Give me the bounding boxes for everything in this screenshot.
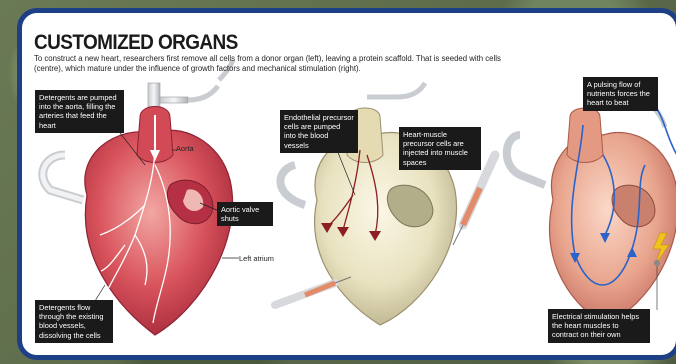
callout-detergents-pumped: Detergents are pumped into the aorta, fi… (35, 90, 124, 133)
callout-detergents-flow: Detergents flow through the existing blo… (35, 300, 113, 343)
callout-endothelial: Endothelial precursor cells are pumped i… (280, 110, 358, 153)
tube-right (507, 135, 545, 185)
side-tube (188, 86, 218, 100)
callout-aortic-valve: Aortic valve shuts (217, 202, 273, 226)
intro-text: To construct a new heart, researchers fi… (34, 54, 524, 74)
callout-heart-muscle: Heart-muscle precursor cells are injecte… (399, 127, 481, 170)
side-port (160, 97, 188, 103)
beating-heart-right (507, 75, 676, 325)
page-title: CUSTOMIZED ORGANS (34, 31, 238, 56)
callout-pulsing-flow: A pulsing flow of nutrients forces the h… (583, 77, 658, 111)
electrode (654, 260, 660, 266)
tube-centre (280, 165, 305, 205)
label-aorta: Aorta (176, 144, 194, 153)
label-left-atrium: Left atrium (239, 254, 274, 263)
centre-side-tube (367, 83, 425, 97)
syringe-right-fluid (463, 188, 480, 225)
leader-detergents-flow (95, 285, 105, 301)
right-aorta (567, 108, 603, 163)
infographic-frame: CUSTOMIZED ORGANS To construct a new hea… (17, 8, 676, 360)
callout-electrical: Electrical stimulation helps the heart m… (548, 309, 650, 343)
